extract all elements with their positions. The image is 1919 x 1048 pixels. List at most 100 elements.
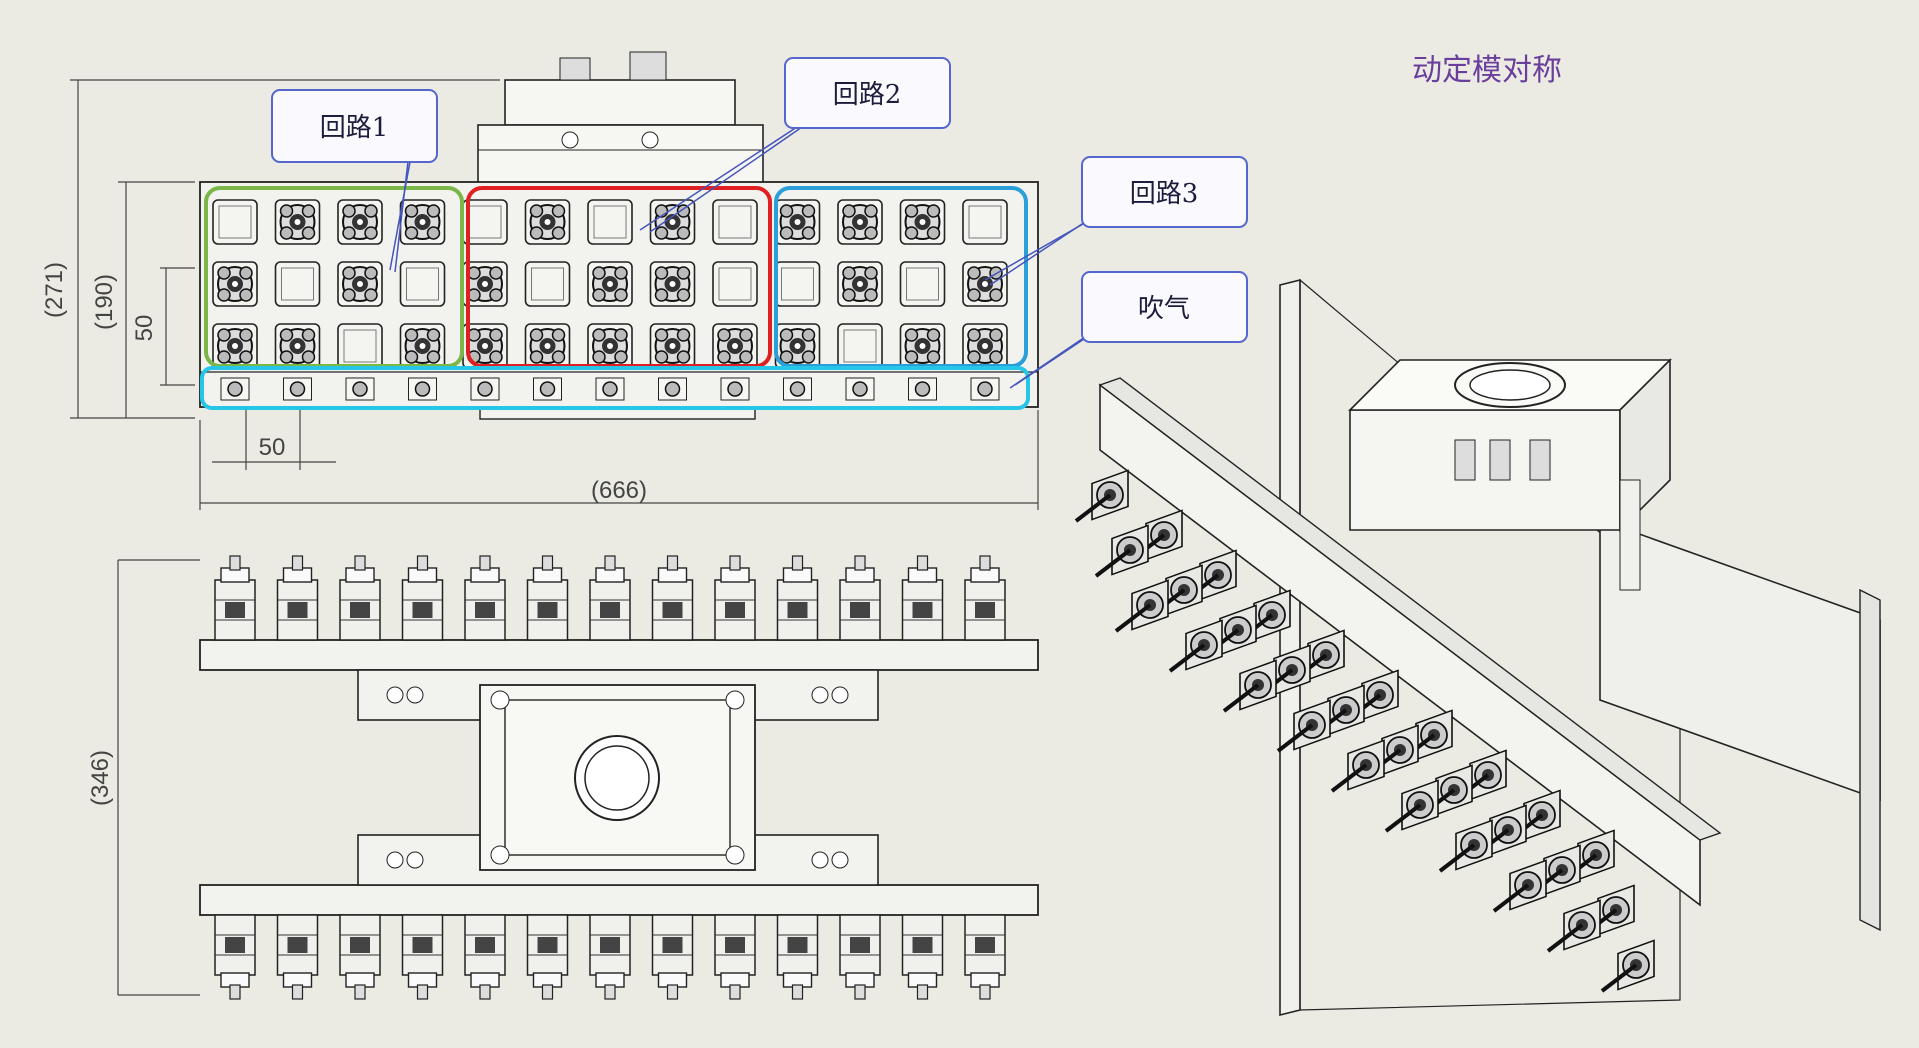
cooling-connector: [899, 323, 946, 369]
connector-slot: [712, 261, 758, 307]
cooling-connector: [399, 323, 446, 369]
cooling-connector: [587, 323, 633, 369]
iso-connector: [1438, 818, 1494, 873]
svg-text:回路1: 回路1: [320, 113, 389, 143]
connector-slot: [524, 261, 571, 307]
side-connector-bottom: [776, 914, 819, 1000]
side-connector-bottom: [526, 914, 569, 1000]
side-connector-top: [839, 555, 881, 641]
side-connector-top: [276, 555, 319, 641]
isometric-view: [1074, 278, 1881, 1017]
side-connector-top: [651, 555, 694, 641]
blow-port: [845, 377, 875, 401]
blow-port: [595, 377, 625, 401]
iso-connector: [1168, 618, 1224, 673]
side-connector-bottom: [901, 914, 944, 1000]
side-connector-top: [964, 555, 1006, 641]
cooling-connector: [649, 323, 696, 369]
iso-connector: [1094, 523, 1150, 578]
iso-connector: [1600, 938, 1656, 993]
cooling-connector: [524, 199, 571, 245]
blow-port: [720, 377, 750, 401]
dimension-lines: [70, 79, 1039, 996]
connector-slot: [212, 199, 258, 245]
cooling-connector: [962, 323, 1008, 369]
iso-connector: [1546, 898, 1602, 953]
blow-outline: [200, 366, 1030, 410]
side-connector-top: [901, 555, 944, 641]
cooling-connector: [212, 323, 258, 369]
connector-slot: [587, 199, 633, 245]
connector-slot: [899, 261, 946, 307]
cooling-connector: [274, 323, 321, 369]
connector-slot: [337, 323, 383, 369]
cooling-connector: [524, 323, 571, 369]
side-connector-bottom: [339, 914, 381, 1000]
iso-connector: [1384, 778, 1440, 833]
blow-port: [908, 377, 937, 401]
svg-text:回路2: 回路2: [833, 80, 902, 110]
side-connector-bottom: [964, 914, 1006, 1000]
svg-text:回路3: 回路3: [1130, 179, 1199, 209]
cooling-connector: [337, 199, 383, 245]
side-connector-bottom: [401, 914, 444, 1000]
cooling-connector: [899, 199, 946, 245]
blow-port: [408, 377, 437, 401]
side-connector-bottom: [214, 914, 256, 1000]
cooling-connector: [337, 261, 383, 307]
blow-port: [283, 377, 312, 401]
side-connector-top: [526, 555, 569, 641]
cooling-connector: [212, 261, 258, 307]
connector-slot: [399, 261, 446, 307]
dim-vertical-pitch: 50: [131, 315, 158, 342]
blow-port: [345, 377, 375, 401]
connector-slot: [274, 261, 321, 307]
page-title: 动定模对称: [1412, 53, 1562, 88]
side-connector-bottom: [276, 914, 319, 1000]
blow-port: [220, 377, 250, 401]
callout-blow: 吹气: [1081, 271, 1248, 343]
connector-slot: [774, 261, 821, 307]
side-connector-top: [714, 555, 756, 641]
cooling-connector: [774, 199, 821, 245]
iso-connector: [1222, 658, 1278, 713]
dim-plate-height: (190): [91, 274, 118, 330]
callout-leaders: [389, 124, 1091, 389]
iso-connector: [1114, 578, 1170, 633]
side-connector-bottom: [839, 914, 881, 1000]
side-connector-top: [464, 555, 506, 641]
cooling-connector: [837, 199, 883, 245]
dim-side-height: (346): [87, 750, 114, 806]
callout-loop3: 回路3: [1081, 156, 1248, 228]
cooling-connector: [712, 323, 758, 369]
blow-port: [658, 377, 687, 401]
dim-overall-width: (666): [591, 477, 647, 504]
dim-overall-height: (271): [41, 262, 68, 318]
connector-slot: [962, 199, 1008, 245]
svg-text:吹气: 吹气: [1138, 294, 1190, 324]
cooling-connector: [587, 261, 633, 307]
cooling-connector: [399, 199, 446, 245]
side-view: [199, 555, 1039, 1000]
cooling-connector: [962, 261, 1008, 307]
side-connector-top: [776, 555, 819, 641]
iso-connector: [1330, 738, 1386, 793]
connector-slot: [837, 323, 883, 369]
blow-port: [783, 377, 812, 401]
blow-port: [970, 377, 1000, 401]
iso-connector: [1492, 858, 1548, 913]
side-connector-top: [401, 555, 444, 641]
blow-port: [533, 377, 562, 401]
cooling-connector: [274, 199, 321, 245]
dim-horizontal-pitch: 50: [259, 434, 286, 461]
side-connector-bottom: [714, 914, 756, 1000]
side-connector-bottom: [464, 914, 506, 1000]
side-connector-top: [214, 555, 256, 641]
side-connector-top: [589, 555, 631, 641]
callout-loop2: 回路2: [784, 57, 951, 129]
iso-connector: [1074, 468, 1130, 523]
side-connector-top: [339, 555, 381, 641]
connector-slot: [712, 199, 758, 245]
blow-port: [470, 377, 500, 401]
